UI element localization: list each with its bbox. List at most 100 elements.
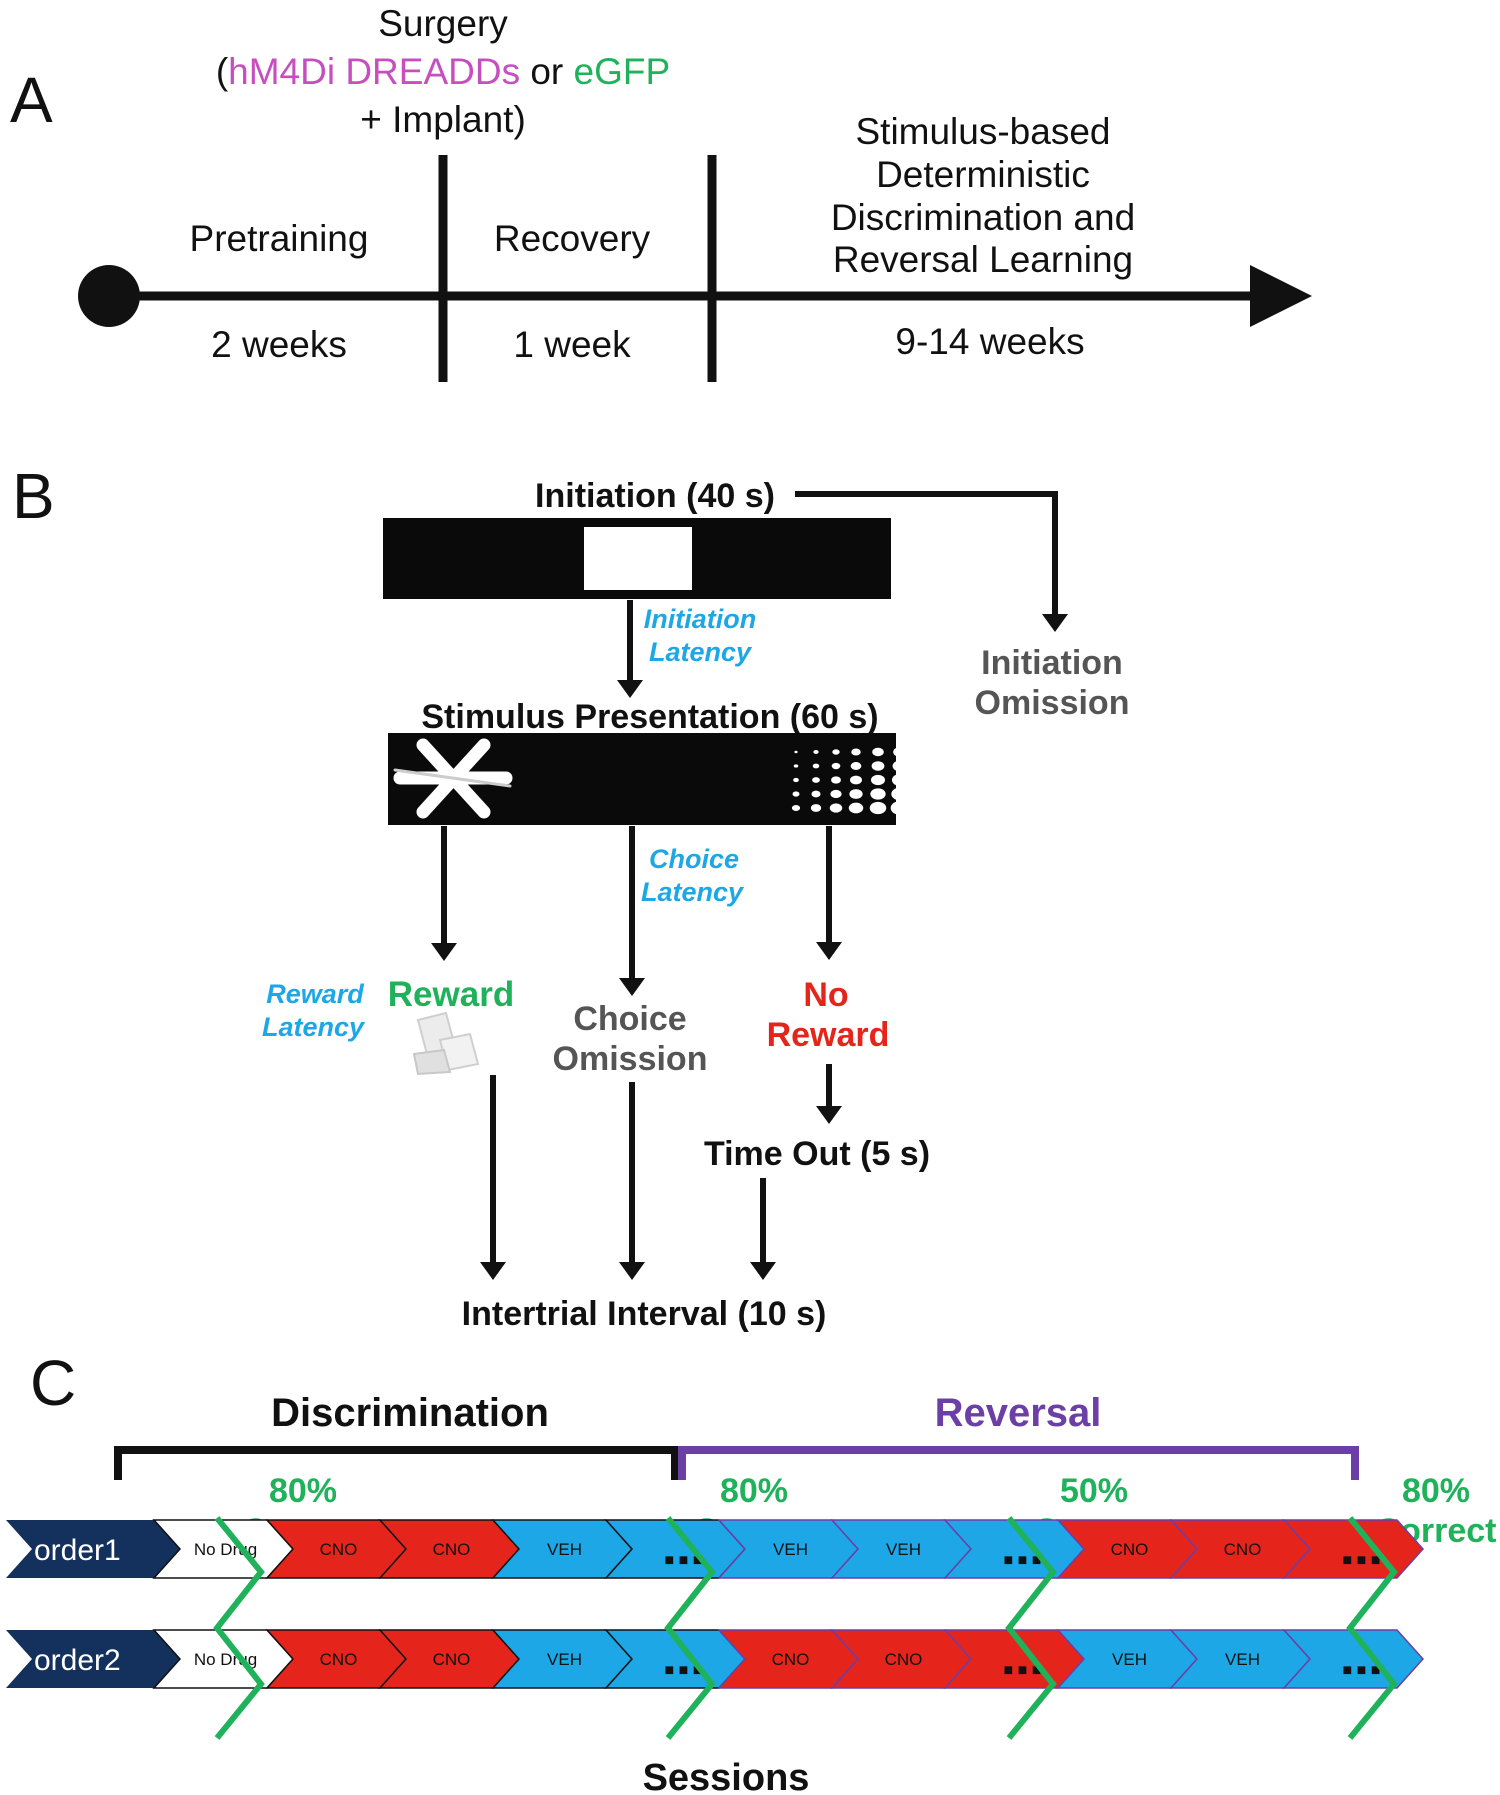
panel-a-letter: A bbox=[10, 64, 53, 136]
phase-pretraining-duration: 2 weeks bbox=[211, 324, 347, 365]
initiation-omission-2: Omission bbox=[975, 684, 1130, 722]
session-chevron-label: VEH bbox=[886, 1540, 921, 1559]
panel-c-letter: C bbox=[30, 1347, 76, 1419]
reward-latency-2: Latency bbox=[262, 1012, 366, 1042]
stimulus-dot bbox=[794, 750, 798, 754]
sugar-pellet-icon bbox=[412, 1011, 480, 1076]
discrimination-bracket bbox=[114, 1446, 679, 1480]
stimulus-dot bbox=[892, 760, 908, 772]
session-chevron-label: CNO bbox=[1224, 1540, 1262, 1559]
stimulus-dot bbox=[851, 748, 861, 756]
initiation-latency-2: Latency bbox=[649, 637, 753, 667]
initiation-omission-1: Initiation bbox=[981, 644, 1123, 682]
session-chevron-label: CNO bbox=[1111, 1540, 1149, 1559]
arrow-to-reward-head bbox=[431, 943, 457, 961]
timeline-arrowhead bbox=[1250, 265, 1312, 327]
phase-recovery-duration: 1 week bbox=[513, 324, 631, 365]
choice-latency-1: Choice bbox=[649, 844, 739, 874]
criterion-percent: 80% bbox=[269, 1472, 337, 1510]
session-ellipsis: ■ ■ ■ bbox=[1004, 1662, 1042, 1679]
arrow-to-initiation-omission-head bbox=[1042, 614, 1068, 632]
phase-learning-label-4: Reversal Learning bbox=[833, 239, 1133, 280]
panel-a: A Surgery (hM4Di DREADDs or eGFP + Impla… bbox=[10, 3, 1312, 382]
phase-pretraining-label: Pretraining bbox=[190, 218, 369, 259]
stimulus-dots-icon bbox=[791, 746, 910, 815]
panel-b-letter: B bbox=[12, 460, 55, 532]
surgery-implant: + Implant) bbox=[360, 99, 526, 140]
stimulus-dot bbox=[829, 803, 843, 813]
order-chevron bbox=[6, 1630, 180, 1688]
session-chevron-label: CNO bbox=[772, 1650, 810, 1669]
choice-omission-2: Omission bbox=[553, 1040, 708, 1078]
session-ellipsis: ■ ■ ■ bbox=[1343, 1552, 1381, 1569]
stimulus-dot bbox=[810, 804, 822, 812]
timeout-label: Time Out (5 s) bbox=[704, 1135, 930, 1173]
session-ellipsis: ■ ■ ■ bbox=[1004, 1552, 1042, 1569]
initiation-light bbox=[584, 527, 692, 590]
session-ellipsis: ■ ■ ■ bbox=[665, 1662, 703, 1679]
no-reward-2: Reward bbox=[767, 1016, 890, 1054]
stimulus-dot bbox=[891, 787, 909, 801]
initiation-latency-1: Initiation bbox=[644, 604, 756, 634]
order-label: order1 bbox=[34, 1534, 121, 1567]
reward-latency-1: Reward bbox=[266, 979, 364, 1009]
surgery-paren: ( bbox=[216, 51, 229, 92]
session-chevron-label: CNO bbox=[320, 1650, 358, 1669]
stimulus-dot bbox=[893, 746, 907, 758]
surgery-title: Surgery bbox=[378, 3, 508, 44]
stimulus-star-icon bbox=[393, 738, 513, 819]
stimulus-dot bbox=[831, 776, 841, 784]
criterion-marker bbox=[664, 1516, 716, 1740]
surgery-groups: (hM4Di DREADDs or eGFP bbox=[216, 51, 670, 92]
stimulus-dot bbox=[830, 789, 842, 799]
stimulus-dot bbox=[831, 762, 841, 770]
stimulus-dot bbox=[832, 749, 840, 755]
phase-learning-label-1: Stimulus-based bbox=[855, 111, 1110, 152]
reward-label: Reward bbox=[388, 975, 514, 1014]
criterion-marker bbox=[1346, 1516, 1398, 1740]
no-reward-1: No bbox=[803, 976, 848, 1014]
session-chevron-label: CNO bbox=[433, 1650, 471, 1669]
arrow-to-choice-omission-head bbox=[619, 978, 645, 996]
stimulus-dot bbox=[872, 747, 884, 757]
criterion-percent: 80% bbox=[720, 1472, 788, 1510]
order-label: order2 bbox=[34, 1644, 121, 1677]
session-ellipsis: ■ ■ ■ bbox=[665, 1552, 703, 1569]
phase-learning-duration: 9-14 weeks bbox=[895, 321, 1084, 362]
panel-b: B Initiation (40 s) Initiation Omission … bbox=[12, 460, 1129, 1333]
session-chevron-label: VEH bbox=[1225, 1650, 1260, 1669]
panel-c: C Discrimination Reversal 80%Correct80%C… bbox=[6, 1347, 1496, 1795]
iti-label: Intertrial Interval (10 s) bbox=[462, 1295, 827, 1333]
stimulus-dot bbox=[812, 777, 820, 783]
stimulus-dot bbox=[811, 790, 821, 798]
criterion-percent: 80% bbox=[1402, 1472, 1470, 1510]
stimulus-dot bbox=[891, 774, 909, 786]
criterion-markers bbox=[213, 1516, 1398, 1740]
initiation-title: Initiation (40 s) bbox=[535, 477, 775, 515]
arrow-omission-to-iti-head bbox=[619, 1262, 645, 1280]
discrimination-heading: Discrimination bbox=[271, 1391, 549, 1435]
arrow-initiation-latency-head bbox=[617, 680, 643, 698]
session-chevron-label: VEH bbox=[1112, 1650, 1147, 1669]
phase-learning-label-2: Deterministic bbox=[876, 154, 1090, 195]
session-chevron-label: VEH bbox=[547, 1650, 582, 1669]
session-chevron-label: CNO bbox=[433, 1540, 471, 1559]
stimulus-dot bbox=[848, 802, 864, 814]
stimulus-dot bbox=[849, 789, 863, 799]
choice-omission-1: Choice bbox=[573, 1000, 686, 1038]
stimulus-dot bbox=[870, 788, 886, 800]
stimulus-dot bbox=[812, 763, 820, 769]
session-chevron-label: CNO bbox=[320, 1540, 358, 1559]
arrow-timeout-to-iti-head bbox=[750, 1262, 776, 1280]
phase-recovery-label: Recovery bbox=[494, 218, 651, 259]
surgery-or: or bbox=[520, 51, 573, 92]
stimulus-dot bbox=[890, 801, 910, 815]
stimulus-dot bbox=[813, 750, 819, 754]
reversal-bracket bbox=[678, 1446, 1359, 1480]
session-chevron-label: VEH bbox=[547, 1540, 582, 1559]
surgery-dreadd: hM4Di DREADDs bbox=[228, 51, 520, 92]
